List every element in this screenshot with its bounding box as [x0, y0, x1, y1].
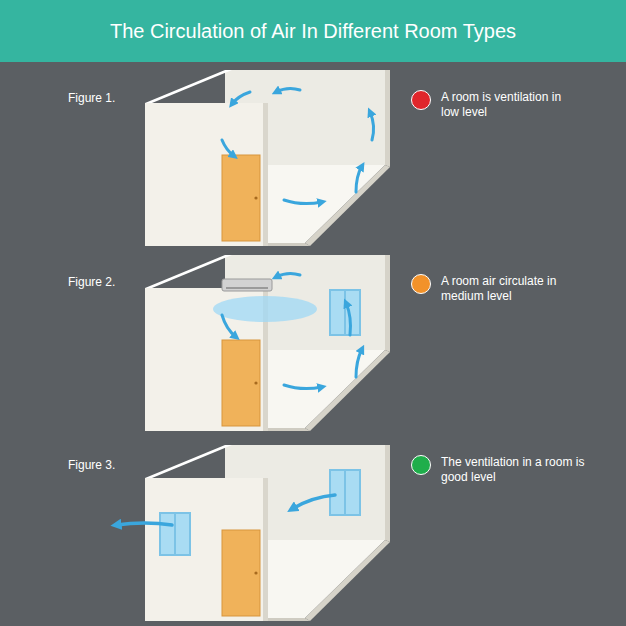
header-bar — [0, 0, 626, 62]
illustration-part — [213, 296, 317, 322]
diagram-title: The Circulation of Air In Different Room… — [0, 0, 626, 62]
illustration-part — [330, 290, 360, 335]
illustration-part — [344, 290, 346, 335]
illustration-part — [370, 112, 374, 140]
illustration-part — [356, 166, 362, 192]
legend-text: A room is ventilation in low level — [441, 90, 571, 120]
illustration-part — [284, 385, 322, 389]
illustration-part — [222, 273, 362, 388]
illustration-part — [145, 255, 390, 431]
illustration-part — [284, 200, 322, 204]
room-figure-2 — [145, 255, 390, 431]
illustration-part — [222, 88, 374, 203]
illustration-part — [226, 287, 268, 289]
illustration-part — [160, 513, 190, 555]
room-figure-1 — [145, 70, 390, 246]
illustration-part — [116, 523, 172, 525]
illustration-part — [344, 470, 346, 515]
illustration-part — [330, 470, 360, 515]
legend-swatch — [411, 90, 431, 110]
illustration-part — [145, 70, 390, 246]
room-figure-3 — [116, 445, 390, 621]
legend-text: A room air circulate in medium level — [441, 274, 561, 304]
figure-label: Figure 3. — [68, 458, 115, 472]
illustration-part — [356, 349, 362, 377]
legend-swatch — [411, 455, 431, 475]
illustration-part — [222, 279, 272, 291]
legend-entry: A room air circulate in medium level — [411, 274, 561, 304]
figure-label: Figure 1. — [68, 91, 115, 105]
illustration-part — [292, 495, 335, 509]
illustration-part — [346, 303, 351, 335]
legend-entry: A room is ventilation in low level — [411, 90, 571, 120]
legend-text: The ventilation in a room is good level — [441, 455, 591, 485]
legend-entry: The ventilation in a room is good level — [411, 455, 591, 485]
figure-label: Figure 2. — [68, 275, 115, 289]
legend-swatch — [411, 274, 431, 294]
illustration-part — [276, 273, 300, 277]
illustration-part — [145, 445, 390, 621]
illustration-part — [232, 92, 250, 104]
illustration-part — [222, 140, 234, 156]
illustration-part — [222, 315, 236, 337]
illustration-part — [276, 88, 300, 92]
illustration-part — [174, 513, 176, 555]
illustration-part — [116, 495, 335, 525]
